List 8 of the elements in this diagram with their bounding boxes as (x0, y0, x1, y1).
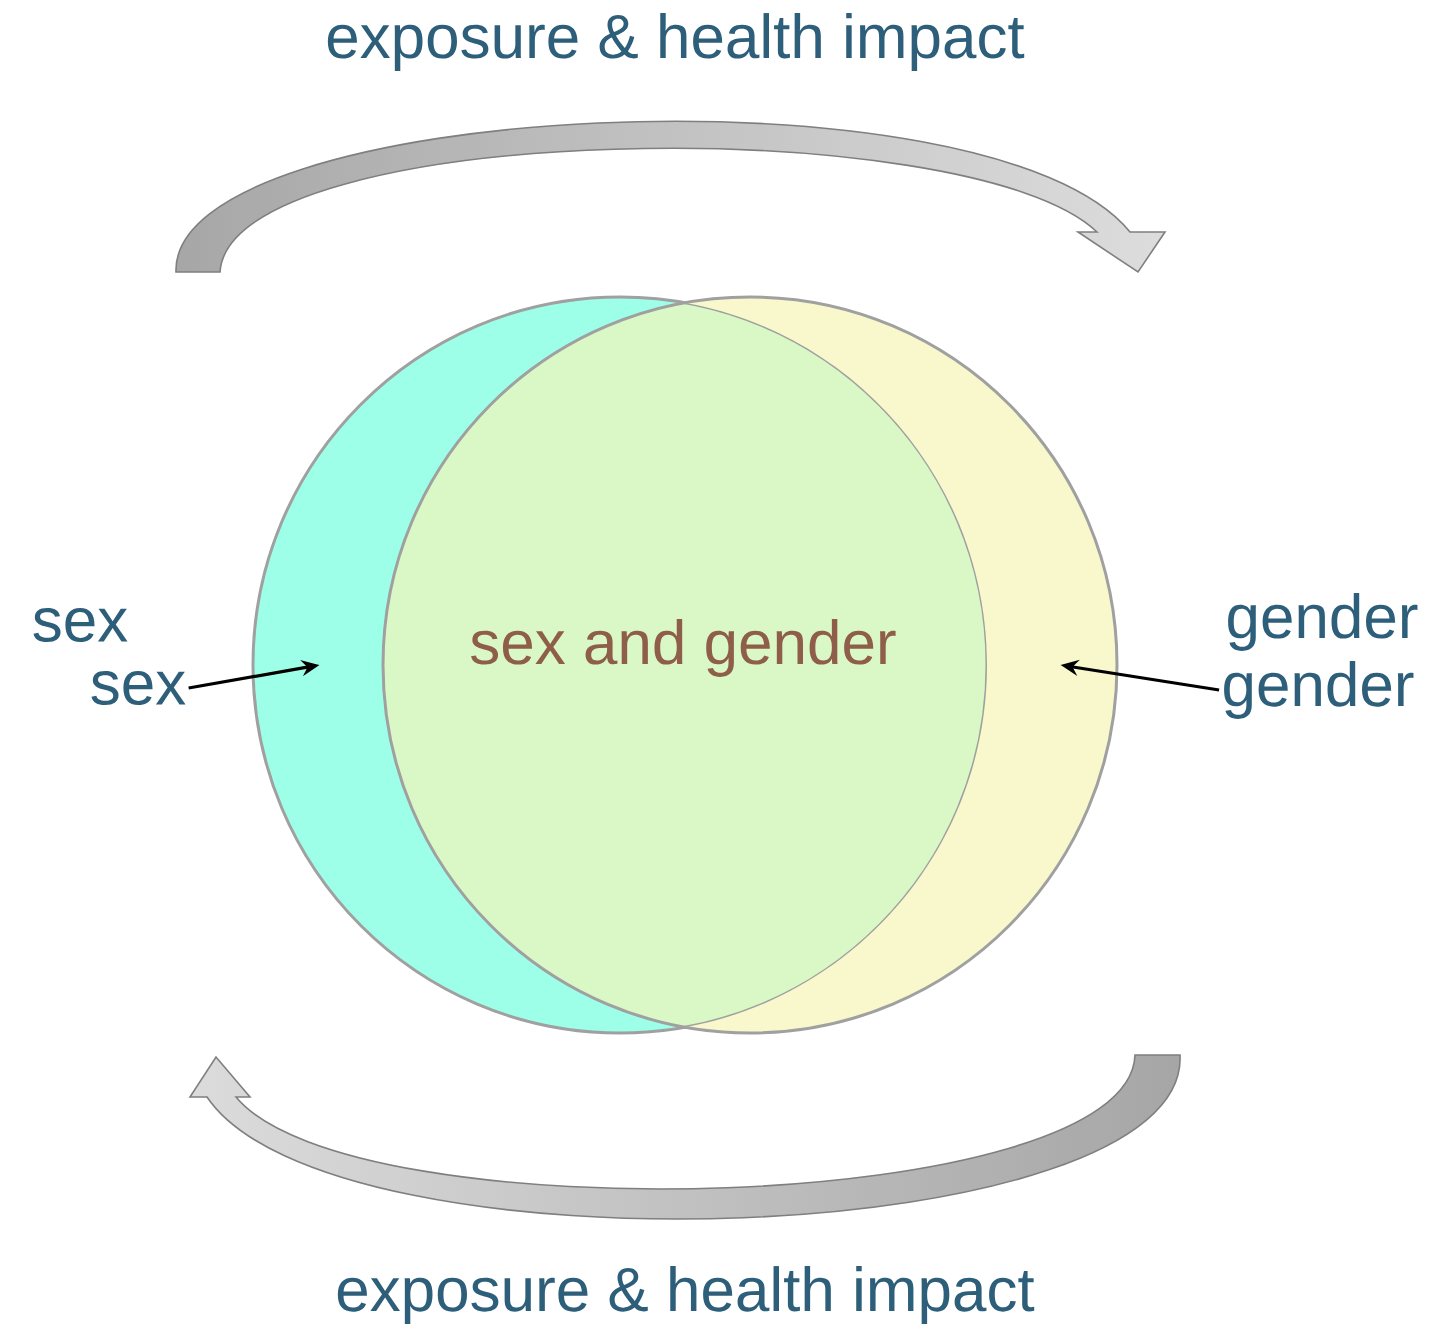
term-label: gender (1228, 593, 1418, 651)
term-label: sex (33, 608, 128, 642)
venn-circle (251, 295, 989, 1035)
overlap-label: sex and gender (471, 619, 896, 677)
term-label: gender (1224, 661, 1414, 719)
cycle-label: exposure & health impact (327, 13, 1025, 71)
term-label: sex (91, 671, 186, 705)
cycle-label: exposure & health impact (337, 1266, 1035, 1324)
